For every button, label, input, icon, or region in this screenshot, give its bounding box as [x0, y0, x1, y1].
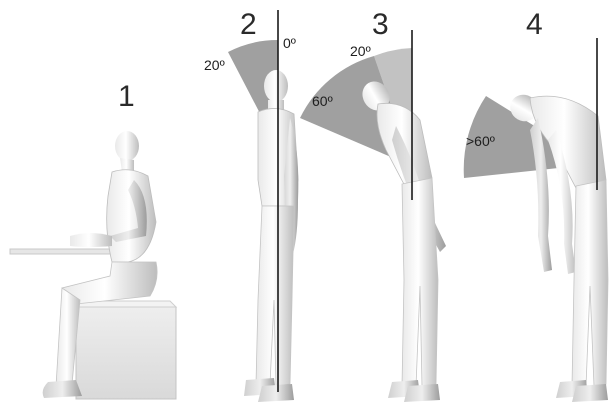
panel-4-angle-gt60: >60º — [466, 133, 495, 149]
panel-number-4: 4 — [526, 8, 543, 41]
panel-2-upright: 2 20º 0º — [204, 8, 298, 402]
panel-number-1: 1 — [118, 80, 135, 113]
panel-2-angle-20: 20º — [204, 57, 225, 73]
panel-2-angle-0: 0º — [283, 35, 296, 51]
upright-person-figure — [244, 70, 298, 402]
panel-3-angle-60: 60º — [312, 93, 333, 109]
panel-1-seated: 1 — [10, 80, 176, 399]
panel-3-angle-20: 20º — [350, 43, 371, 59]
panel-4-deep-bend: 4 >60º — [464, 8, 608, 402]
panel-number-3: 3 — [372, 8, 389, 41]
panel-3-forward-bend: 3 20º 60º — [300, 8, 446, 402]
panel-number-2: 2 — [240, 8, 257, 41]
stool-box — [76, 307, 176, 399]
